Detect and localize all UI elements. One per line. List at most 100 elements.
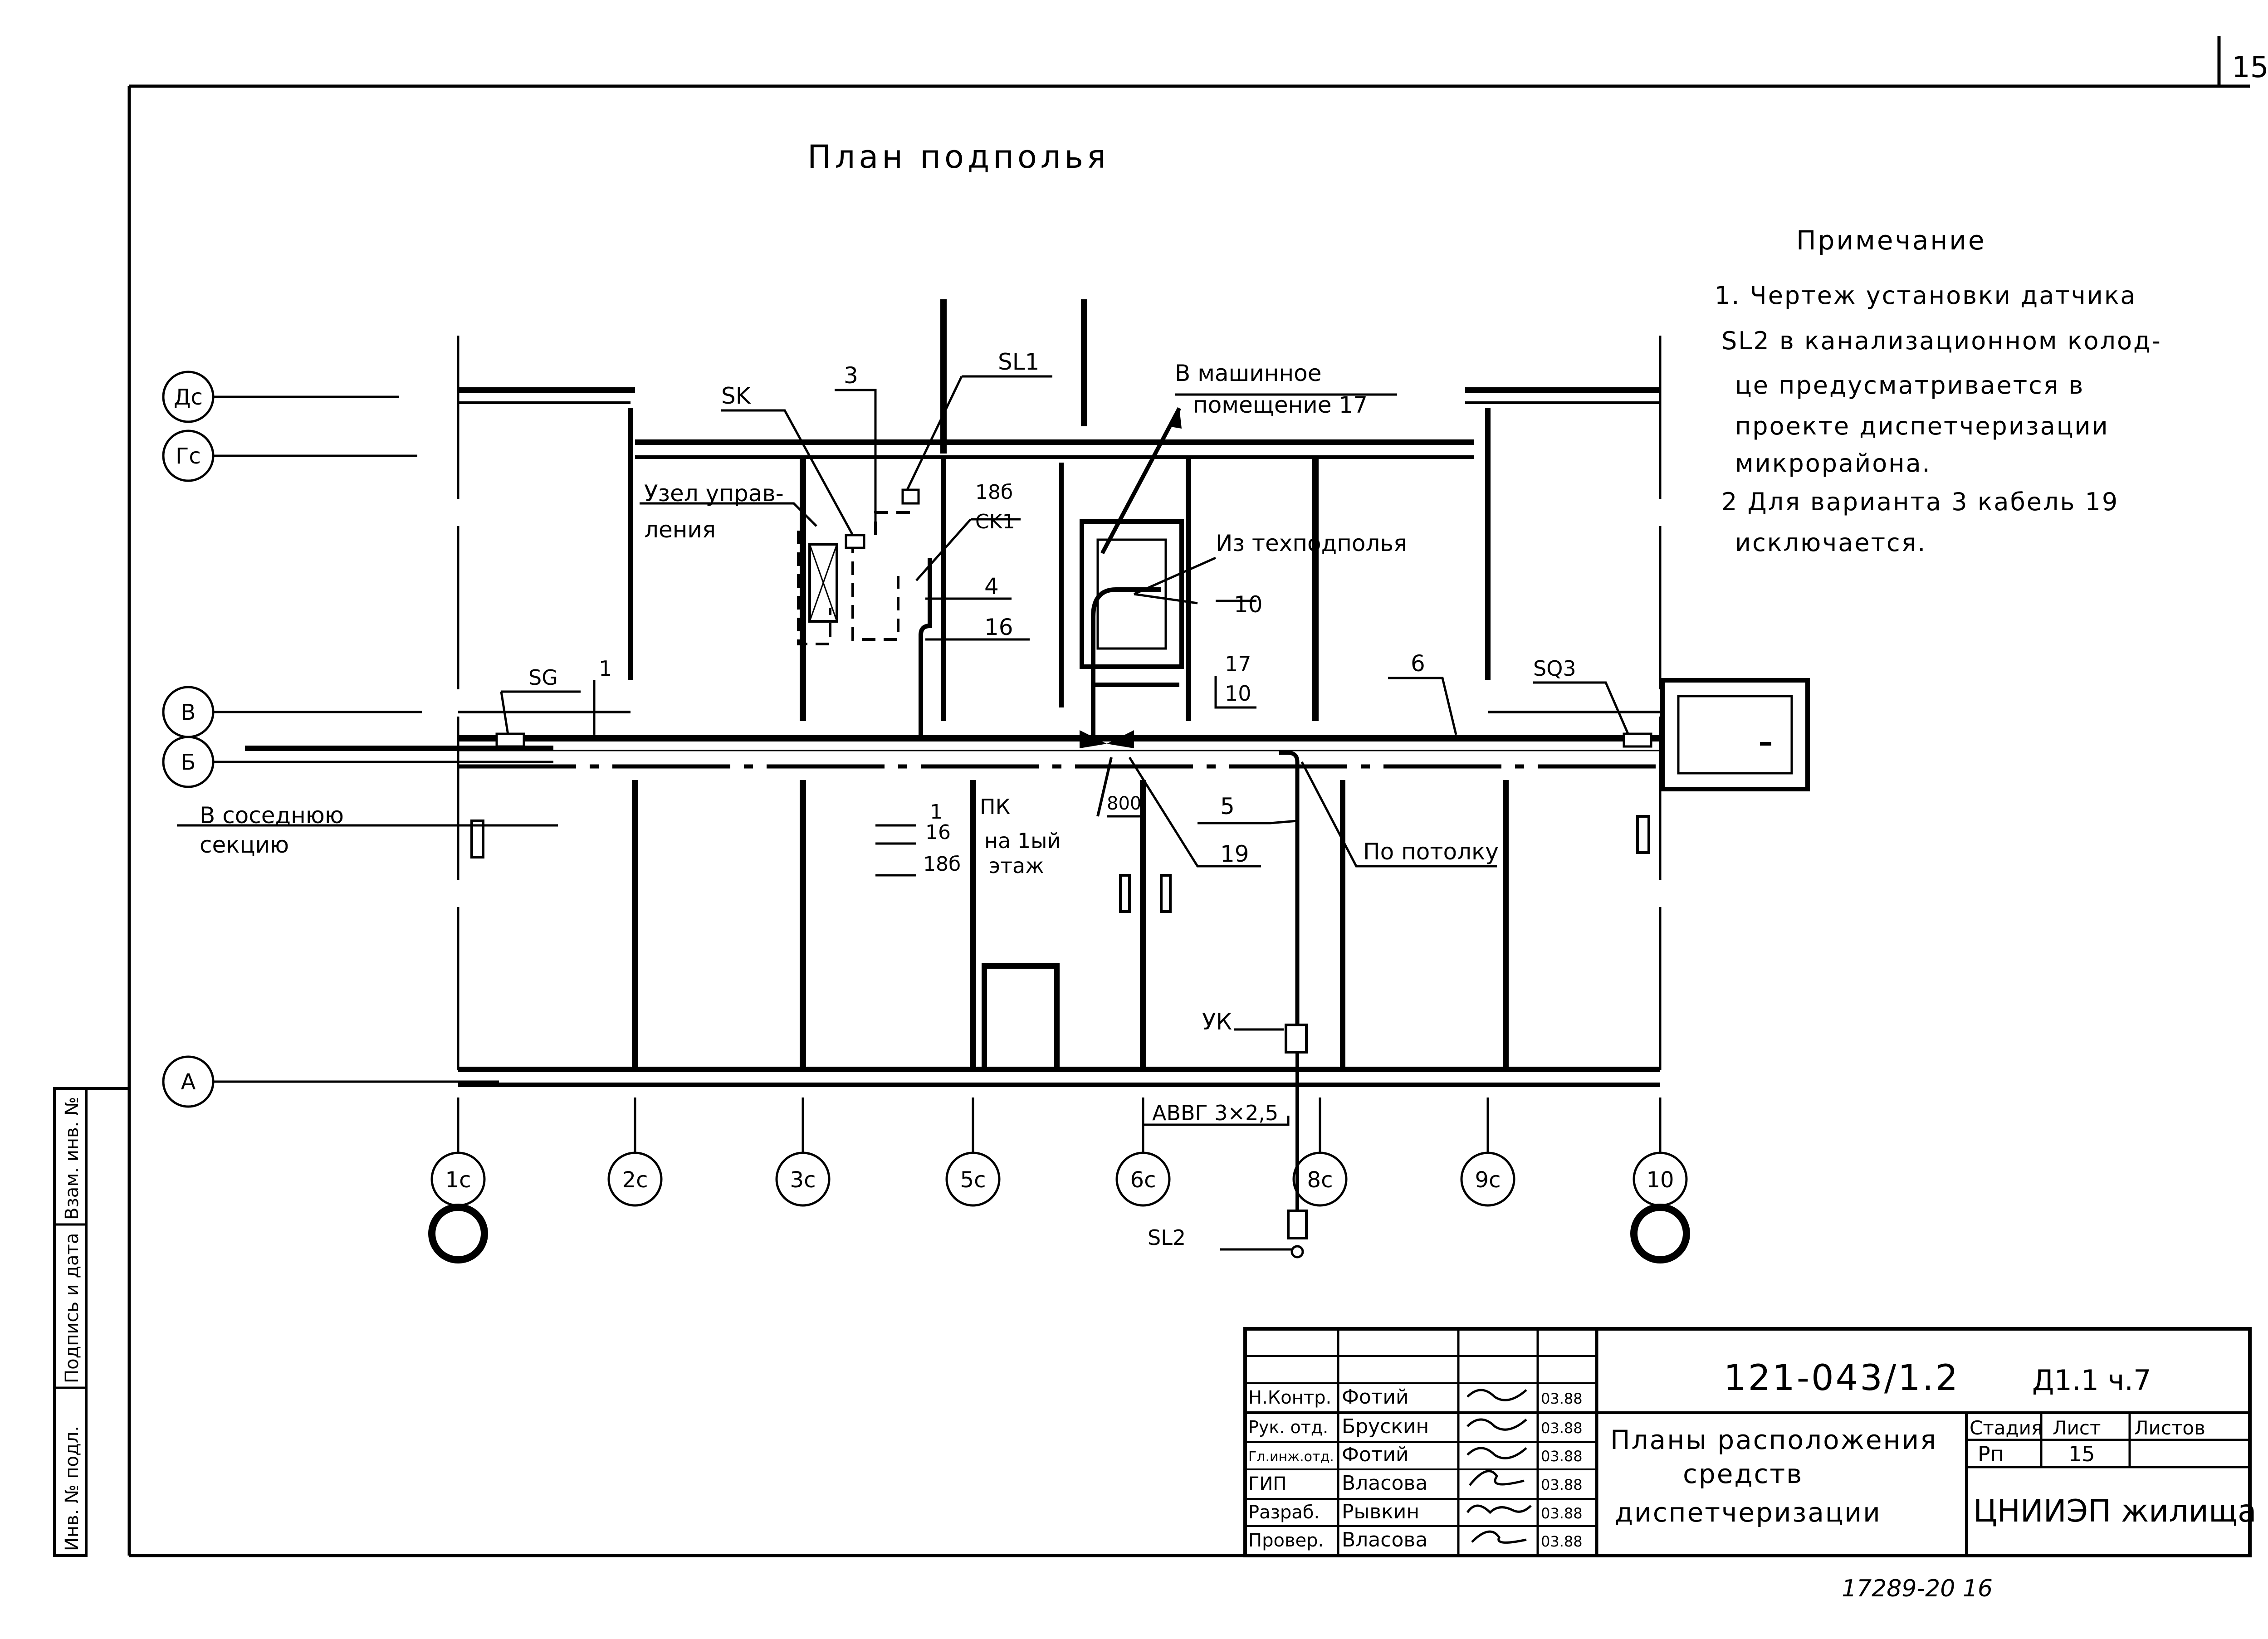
note-line: микрорайона. [1735, 449, 1931, 478]
title-block-grid [1243, 1327, 2252, 1557]
sheet-header: Лист [2053, 1417, 2101, 1439]
column-axis-3c: 3с [775, 1151, 831, 1207]
svg-text:В: В [181, 700, 196, 725]
column-axis-10: 10 [1630, 1151, 1690, 1263]
name-cell: Брускин [1342, 1415, 1429, 1438]
note-heading: Примечание [1796, 225, 1986, 256]
label-4: 4 [984, 573, 999, 600]
label-sl2: SL2 [1148, 1225, 1186, 1250]
row-axes [213, 395, 553, 1083]
svg-text:8с: 8с [1307, 1167, 1333, 1193]
label-19: 19 [1220, 841, 1249, 867]
label-cable-avvg: АВВГ 3×2,5 [1152, 1101, 1278, 1125]
note-line: SL2 в канализационном колод- [1721, 327, 2162, 355]
side-stamp-replace: Взам. инв. № [62, 1097, 83, 1220]
label-control-node-1: Узел управ- [644, 480, 784, 507]
sheets-header: Листов [2134, 1417, 2205, 1439]
label-17: 17 [1225, 652, 1251, 676]
drawing-code-suffix: Д1.1 ч.7 [2032, 1364, 2151, 1397]
name-cell: Фотий [1342, 1385, 1409, 1409]
label-to-machine-room-2: помещение 17 [1193, 392, 1368, 418]
label-uk: УК [1202, 1009, 1232, 1035]
column-axis-2c: 2с [607, 1151, 663, 1207]
label-10b: 10 [1225, 681, 1251, 706]
label-800: 800 [1107, 793, 1141, 814]
label-f1: 1 [930, 800, 943, 824]
drawing-title-line: Планы расположения [1610, 1424, 1937, 1455]
sl2-sensor [1287, 1210, 1308, 1239]
name-cell: Власова [1342, 1472, 1427, 1495]
building-walls [457, 299, 1810, 1088]
svg-text:6с: 6с [1130, 1167, 1156, 1193]
column-axis-5c: 5с [945, 1151, 1001, 1207]
row-axis-a: А [162, 1055, 215, 1108]
date-cell: 03.88 [1541, 1533, 1583, 1550]
date-cell: 03.88 [1541, 1390, 1583, 1407]
column-axis-9c: 9с [1460, 1151, 1515, 1207]
label-to-machine-room-1: В машинное [1175, 360, 1322, 386]
column-axis-1c: 1с [428, 1151, 488, 1263]
title-block-people: Н.Контр. Фотий 03.88 Рук. отд. Брускин 0… [1248, 1385, 1583, 1551]
svg-text:Б: Б [181, 750, 196, 775]
label-f16: 16 [925, 821, 951, 844]
svg-text:Дс: Дс [174, 385, 203, 410]
label-along-ceiling: По потолку [1363, 839, 1499, 865]
side-stamp-sign: Подпись и дата [62, 1233, 83, 1383]
svg-text:3с: 3с [790, 1167, 816, 1193]
drawing-title-line: диспетчеризации [1615, 1497, 1882, 1528]
label-sl1: SL1 [998, 349, 1039, 375]
role-cell: Гл.инж.отд. [1248, 1449, 1334, 1465]
sk-sensor [845, 534, 865, 549]
organization: ЦНИИЭП жилища [1973, 1493, 2257, 1529]
label-to-section-2: секцию [200, 832, 289, 858]
drawing-code: 121-043/1.2 [1724, 1358, 1960, 1399]
label-ck1: CK1 [975, 510, 1015, 533]
stage-header: Стадия [1970, 1417, 2043, 1439]
note-line: 2 Для варианта 3 кабель 19 [1721, 488, 2119, 516]
note-line: це предусматривается в [1735, 371, 2084, 400]
svg-text:А: А [181, 1069, 196, 1095]
column-axis-8c: 8с [1292, 1151, 1348, 1207]
column-axis-6c: 6с [1115, 1151, 1171, 1207]
label-to-first-floor-2: этаж [989, 854, 1044, 878]
role-cell: Разраб. [1248, 1502, 1320, 1523]
note-line: исключается. [1735, 528, 1926, 557]
label-to-section-1: В соседнюю [200, 802, 344, 829]
plan-labels: SK 3 SL1 В машинное помещение 17 Узел уп… [200, 349, 1576, 1250]
label-sq3: SQ3 [1533, 656, 1576, 681]
role-cell: Рук. отд. [1248, 1417, 1328, 1437]
label-sg: SG [528, 665, 558, 690]
role-cell: Провер. [1248, 1530, 1324, 1551]
side-stamp-inv: Инв. № подл. [62, 1426, 83, 1551]
label-5: 5 [1220, 793, 1235, 820]
note-block: Примечание 1. Чертеж установки датчика S… [1715, 225, 2162, 557]
side-stamp: Инв. № подл. Подпись и дата Взам. инв. № [53, 1087, 129, 1557]
label-10: 10 [1234, 591, 1263, 618]
signatures [1466, 1389, 1532, 1544]
row-axis-gc: Гс [162, 429, 215, 482]
sg-sensor [495, 732, 525, 748]
label-f18b: 18б [923, 853, 961, 876]
sheet-value: 15 [2068, 1442, 2095, 1466]
uk-box [1285, 1024, 1308, 1054]
cable-routes [245, 407, 1651, 1234]
name-cell: Рывкин [1342, 1500, 1419, 1523]
svg-text:Гс: Гс [176, 444, 201, 469]
svg-text:2с: 2с [622, 1167, 648, 1193]
junction-box [1080, 730, 1107, 748]
row-axis-dc: Дс [162, 371, 215, 423]
label-16: 16 [984, 614, 1013, 640]
plan-title: План подполья [807, 138, 1110, 176]
label-from-tech-underfloor: Из техподполья [1216, 530, 1407, 556]
label-1: 1 [599, 656, 612, 681]
column-axis-ticks [457, 1098, 1662, 1152]
svg-text:9с: 9с [1475, 1167, 1501, 1193]
bottom-stamp: 17289-20 16 [1842, 1575, 1993, 1602]
date-cell: 03.88 [1541, 1476, 1583, 1493]
drawing-title-line: средств [1683, 1459, 1803, 1489]
date-cell: 03.88 [1541, 1448, 1583, 1465]
row-axis-b: Б [162, 736, 215, 788]
leader-lines [177, 375, 1630, 1251]
date-cell: 03.88 [1541, 1419, 1583, 1437]
